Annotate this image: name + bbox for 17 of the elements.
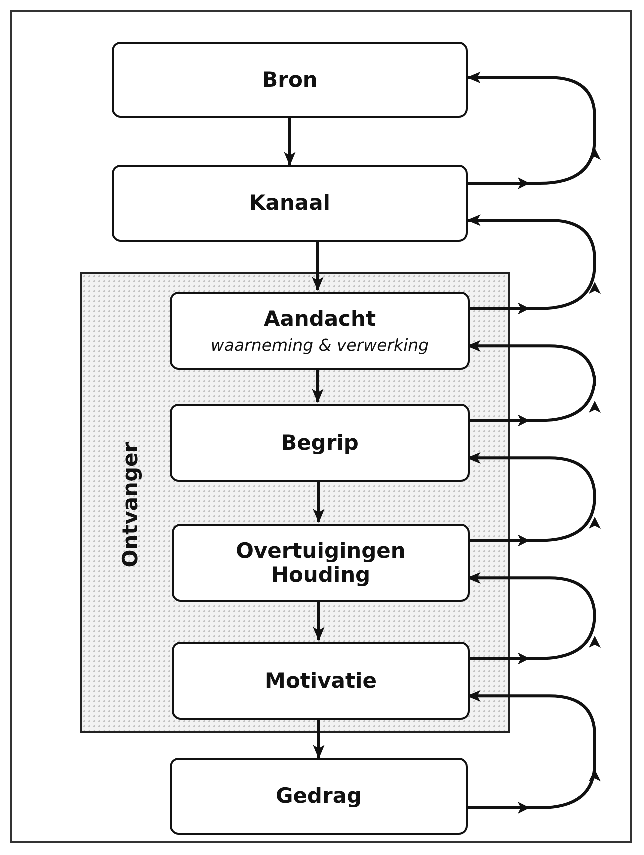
- process-box: [170, 404, 470, 482]
- group-label: Ontvanger: [118, 442, 142, 568]
- process-box: [172, 524, 470, 602]
- group-band: [80, 272, 510, 733]
- box-title: Kanaal: [250, 191, 330, 216]
- box-subtitle: waarneming & verwerking: [210, 336, 430, 355]
- process-box: [170, 292, 470, 370]
- box-title: Bron: [262, 68, 318, 92]
- box-title: Aandacht: [264, 307, 376, 332]
- box-title: Overtuigingen Houding: [235, 538, 407, 588]
- box-title: Motivatie: [265, 668, 377, 694]
- process-box: [170, 758, 468, 835]
- box-title: Begrip: [281, 430, 359, 456]
- process-box: [112, 165, 468, 242]
- box-title: Gedrag: [276, 784, 362, 809]
- process-box: [112, 42, 468, 118]
- process-box: [172, 642, 470, 720]
